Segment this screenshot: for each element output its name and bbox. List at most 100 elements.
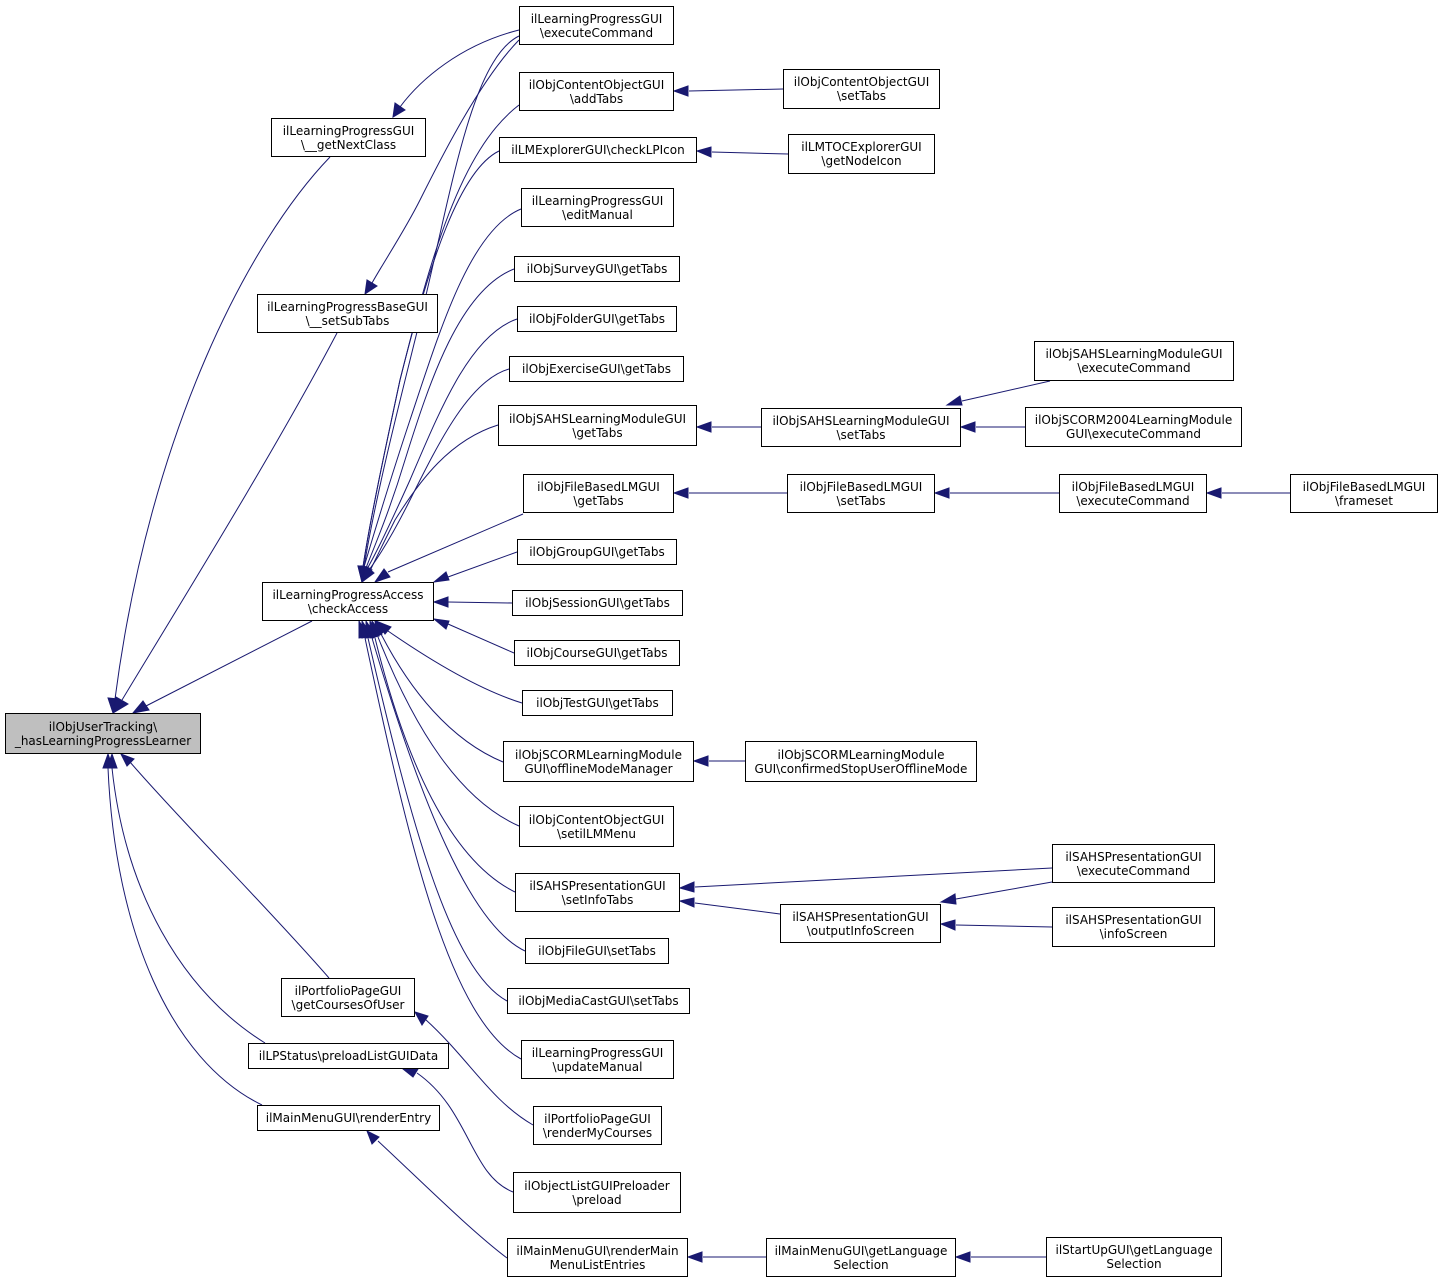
node-label-line: ilSAHSPresentationGUI [792, 909, 929, 924]
node-label-line: \setTabs [836, 493, 886, 508]
node-fblm-exec[interactable]: ilObjFileBasedLMGUI\executeCommand [1059, 474, 1207, 513]
node-label-line: ilLearningProgressGUI [531, 1045, 664, 1060]
edge-sahs_out-to-sahs_pres [678, 897, 781, 915]
node-sahsp-info[interactable]: ilSAHSPresentationGUI\infoScreen [1052, 907, 1215, 947]
node-lmtoc[interactable]: ilLMTOCExplorerGUI\getNodeIcon [788, 134, 935, 174]
edge-line [129, 761, 330, 979]
node-fblm-set[interactable]: ilObjFileBasedLMGUI\setTabs [787, 474, 935, 513]
edge-line [380, 633, 504, 763]
edge-arrowhead [401, 1068, 419, 1078]
node-sahs-out[interactable]: ilSAHSPresentationGUI\outputInfoScreen [780, 904, 941, 943]
node-coo-add[interactable]: ilObjContentObjectGUI\addTabs [519, 72, 674, 111]
edge-line [377, 636, 520, 827]
edge-test-to-lpa [374, 619, 523, 704]
node-label-line: ilObjFileGUI\setTabs [538, 944, 656, 958]
edge-line [369, 424, 499, 572]
node-session[interactable]: ilObjSessionGUI\getTabs [512, 590, 683, 616]
edge-arrowhead [672, 487, 689, 499]
edge-line [694, 867, 1053, 888]
edge-line [121, 332, 338, 701]
node-label-line: \__getNextClass [300, 137, 397, 152]
node-coo-set[interactable]: ilObjContentObjectGUI\setTabs [783, 69, 940, 109]
node-label-line: GUI\executeCommand [1066, 427, 1201, 441]
node-label-line: \executeCommand [1076, 493, 1190, 508]
node-objlist[interactable]: ilObjectListGUIPreloader\preload [513, 1172, 681, 1213]
edge-scorm_conf-to-scorm_off [692, 755, 745, 767]
node-lpstatus[interactable]: ilLPStatus\preloadListGUIData [248, 1043, 449, 1069]
node-mediacast[interactable]: ilObjMediaCastGUI\setTabs [507, 988, 690, 1014]
edge-line [424, 1018, 534, 1126]
node-label-line: Selection [1106, 1257, 1162, 1271]
edge-line [447, 551, 518, 578]
edge-line [955, 924, 1053, 928]
node-label-line: ilObjUserTracking\ [48, 719, 158, 734]
edge-sahs_get-to-lpa [361, 424, 499, 584]
node-lp-edit[interactable]: ilLearningProgressGUI\editManual [521, 188, 674, 227]
node-group[interactable]: ilObjGroupGUI\getTabs [517, 539, 677, 565]
node-label-line: ilObjSAHSLearningModuleGUI [772, 413, 950, 428]
node-label-line: ilObjSurveyGUI\getTabs [526, 262, 668, 276]
node-lpb-sub[interactable]: ilLearningProgressBaseGUI\__setSubTabs [257, 294, 438, 333]
node-label-line: ilObjFileBasedLMGUI [537, 479, 660, 494]
node-label-line: \frameset [1335, 493, 1393, 508]
node-label-line: \setInfoTabs [561, 892, 634, 907]
node-exercise[interactable]: ilObjExerciseGUI\getTabs [509, 356, 684, 382]
edge-mm_list-to-mm_render [366, 1129, 508, 1259]
edge-sahsp_exec-to-sahs_pres [678, 867, 1053, 893]
node-sahs-set[interactable]: ilObjSAHSLearningModuleGUI\setTabs [761, 408, 961, 447]
node-lpa[interactable]: ilLearningProgressAccess\checkAccess [262, 582, 434, 621]
node-label-line: ilLearningProgressBaseGUI [267, 299, 428, 314]
node-label-line: ilLMExplorerGUI\checkLPIcon [511, 143, 685, 157]
edge-lp_exec-to-lp_next [392, 29, 520, 118]
node-test[interactable]: ilObjTestGUI\getTabs [522, 690, 673, 716]
node-lp-exec[interactable]: ilLearningProgressGUI\executeCommand [519, 6, 674, 45]
edge-arrowhead [102, 752, 114, 769]
node-label-line: \renderMyCourses [542, 1125, 653, 1140]
node-coo-ilm[interactable]: ilObjContentObjectGUI\setilLMMenu [519, 806, 674, 847]
edge-lp_next-to-root [107, 156, 331, 715]
edge-line [371, 39, 520, 284]
edge-arrowhead [939, 919, 956, 931]
edge-arrowhead [119, 753, 135, 767]
node-label-line: _hasLearningProgressLearner [14, 733, 192, 748]
node-lp-update[interactable]: ilLearningProgressGUI\updateManual [521, 1040, 674, 1079]
edge-line [711, 151, 789, 155]
node-mm-render[interactable]: ilMainMenuGUI\renderEntry [257, 1105, 440, 1131]
node-fblm-get[interactable]: ilObjFileBasedLMGUI\getTabs [523, 474, 674, 513]
node-folder[interactable]: ilObjFolderGUI\getTabs [517, 306, 677, 332]
node-label-line: \setTabs [837, 89, 886, 103]
edge-line [362, 104, 520, 568]
node-fblm-frame[interactable]: ilObjFileBasedLMGUI\frameset [1290, 474, 1438, 513]
node-sahs-get[interactable]: ilObjSAHSLearningModuleGUI\getTabs [498, 405, 697, 446]
edge-fblm_frame-to-fblm_exec [1205, 487, 1290, 499]
edge-arrowhead [695, 146, 712, 158]
edge-mm_lang-to-mm_list [686, 1251, 766, 1263]
node-label-line: ilMainMenuGUI\renderEntry [265, 1111, 432, 1125]
node-lmexp[interactable]: ilLMExplorerGUI\checkLPIcon [499, 137, 697, 163]
node-port-render[interactable]: ilPortfolioPageGUI\renderMyCourses [533, 1106, 662, 1145]
node-sahsp-exec[interactable]: ilSAHSPresentationGUI\executeCommand [1052, 844, 1215, 883]
edge-line [371, 637, 526, 952]
node-port-courses[interactable]: ilPortfolioPageGUI\getCoursesOfUser [281, 978, 415, 1017]
edge-arrowhead [933, 487, 950, 499]
node-file[interactable]: ilObjFileGUI\setTabs [525, 938, 669, 964]
edge-coo_set-to-coo_add [672, 85, 784, 97]
edge-line [961, 380, 1051, 402]
edge-line [114, 156, 331, 700]
edge-line [377, 1140, 508, 1259]
edge-sahs_pres-to-lpa [369, 619, 516, 893]
node-sahs-exec[interactable]: ilObjSAHSLearningModuleGUI\executeComman… [1034, 341, 1234, 381]
node-course[interactable]: ilObjCourseGUI\getTabs [514, 640, 680, 666]
edge-arrowhead [954, 1251, 971, 1263]
node-sahs-pres[interactable]: ilSAHSPresentationGUI\setInfoTabs [515, 873, 680, 912]
edge-objlist-to-lpstatus [401, 1068, 514, 1193]
node-lp-next[interactable]: ilLearningProgressGUI\__getNextClass [271, 118, 426, 157]
edge-lp_edit-to-lpa [358, 208, 522, 584]
node-survey[interactable]: ilObjSurveyGUI\getTabs [514, 256, 680, 282]
